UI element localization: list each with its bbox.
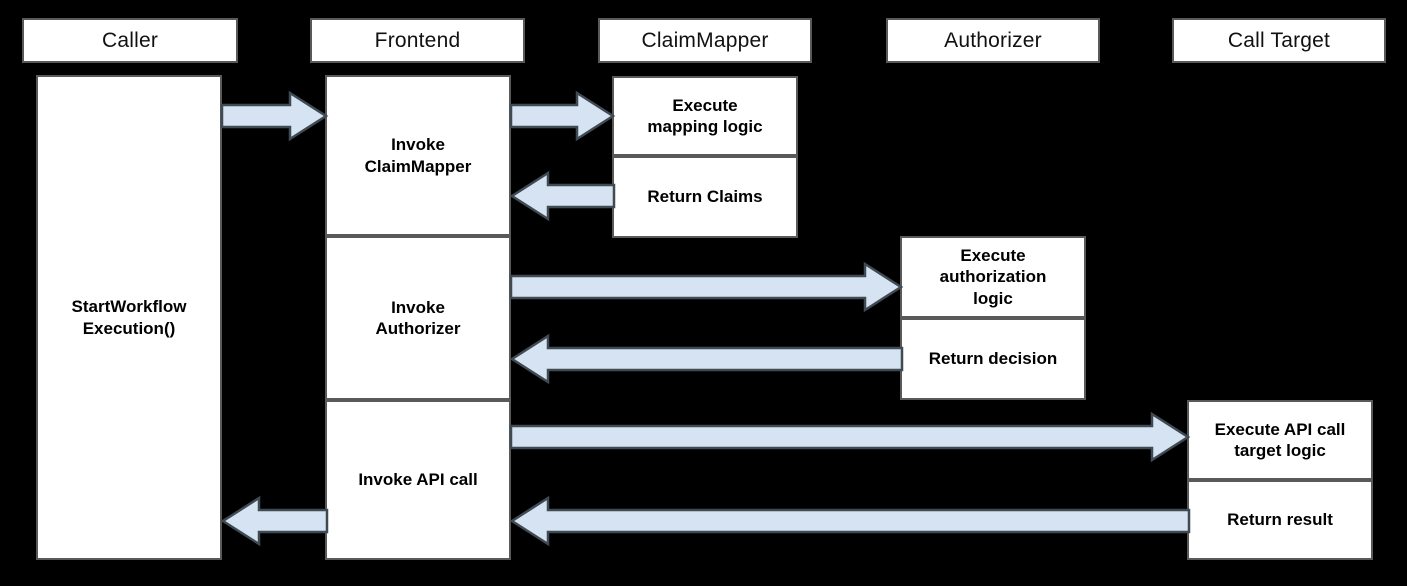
lifeline-header-claimmapper-label: ClaimMapper: [641, 28, 769, 52]
activation-calltarget-execute-api-line2: target logic: [1234, 441, 1326, 460]
activation-calltarget-return-result[interactable]: Return result: [1187, 480, 1373, 560]
activation-authorizer-execute-auth-line3: logic: [973, 288, 1013, 308]
activation-claimmapper-execute-mapping[interactable]: Execute mapping logic: [612, 76, 798, 156]
lifeline-header-calltarget-label: Call Target: [1227, 28, 1331, 52]
activation-authorizer-return-decision[interactable]: Return decision: [900, 318, 1086, 400]
activation-calltarget-execute-api[interactable]: Execute API call target logic: [1187, 400, 1373, 480]
activation-frontend-invoke-claimmapper-line1: Invoke: [391, 135, 445, 155]
lifeline-header-authorizer-label: Authorizer: [944, 28, 1042, 52]
activation-authorizer-return-decision-line1: Return decision: [928, 349, 1058, 369]
activation-authorizer-execute-auth-line2: authorization: [939, 267, 1047, 287]
activation-caller-startworkflow-line2: Execution(): [82, 318, 176, 338]
lifeline-header-frontend-label: Frontend: [374, 28, 461, 52]
activation-claimmapper-execute-mapping-line1: Execute: [672, 95, 738, 115]
message-arrow-frontend-to-claimmapper[interactable]: [511, 91, 614, 141]
activation-calltarget-return-result-line1: Return result: [1227, 510, 1333, 530]
activation-frontend-invoke-claimmapper-line2: ClaimMapper: [364, 156, 472, 176]
activation-claimmapper-return-claims[interactable]: Return Claims: [612, 156, 798, 238]
lifeline-header-claimmapper[interactable]: ClaimMapper: [598, 18, 812, 63]
activation-authorizer-execute-auth-line1: Execute: [960, 246, 1026, 266]
activation-claimmapper-return-claims-line1: Return Claims: [647, 187, 763, 207]
message-arrow-authorizer-to-frontend[interactable]: [511, 334, 902, 384]
activation-claimmapper-execute-mapping-line2: mapping logic: [647, 117, 763, 136]
lifeline-header-authorizer[interactable]: Authorizer: [886, 18, 1100, 63]
activation-frontend-invoke-apicall[interactable]: Invoke API call: [325, 400, 511, 560]
activation-calltarget-execute-api-line1: Execute API call: [1214, 419, 1346, 439]
activation-caller-startworkflow[interactable]: StartWorkflow Execution(): [36, 75, 222, 560]
message-arrow-claimmapper-to-frontend[interactable]: [511, 171, 614, 221]
message-arrow-calltarget-to-frontend[interactable]: [511, 496, 1189, 546]
message-arrow-frontend-to-calltarget[interactable]: [511, 412, 1189, 462]
message-arrow-caller-to-frontend[interactable]: [222, 91, 327, 141]
lifeline-header-calltarget[interactable]: Call Target: [1172, 18, 1386, 63]
message-arrow-frontend-to-caller[interactable]: [222, 496, 327, 546]
activation-authorizer-execute-auth[interactable]: Execute authorization logic: [900, 236, 1086, 318]
lifeline-header-caller-label: Caller: [101, 28, 159, 52]
message-arrow-frontend-to-authorizer[interactable]: [511, 262, 902, 312]
activation-frontend-invoke-authorizer-line1: Invoke: [391, 297, 445, 317]
lifeline-header-frontend[interactable]: Frontend: [310, 18, 525, 63]
activation-frontend-invoke-authorizer-line2: Authorizer: [375, 319, 461, 338]
activation-frontend-invoke-authorizer[interactable]: Invoke Authorizer: [325, 236, 511, 400]
activation-frontend-invoke-apicall-line1: Invoke API call: [358, 470, 478, 490]
lifeline-header-caller[interactable]: Caller: [22, 18, 238, 63]
activation-frontend-invoke-claimmapper[interactable]: Invoke ClaimMapper: [325, 75, 511, 236]
activation-caller-startworkflow-line1: StartWorkflow: [71, 297, 187, 317]
